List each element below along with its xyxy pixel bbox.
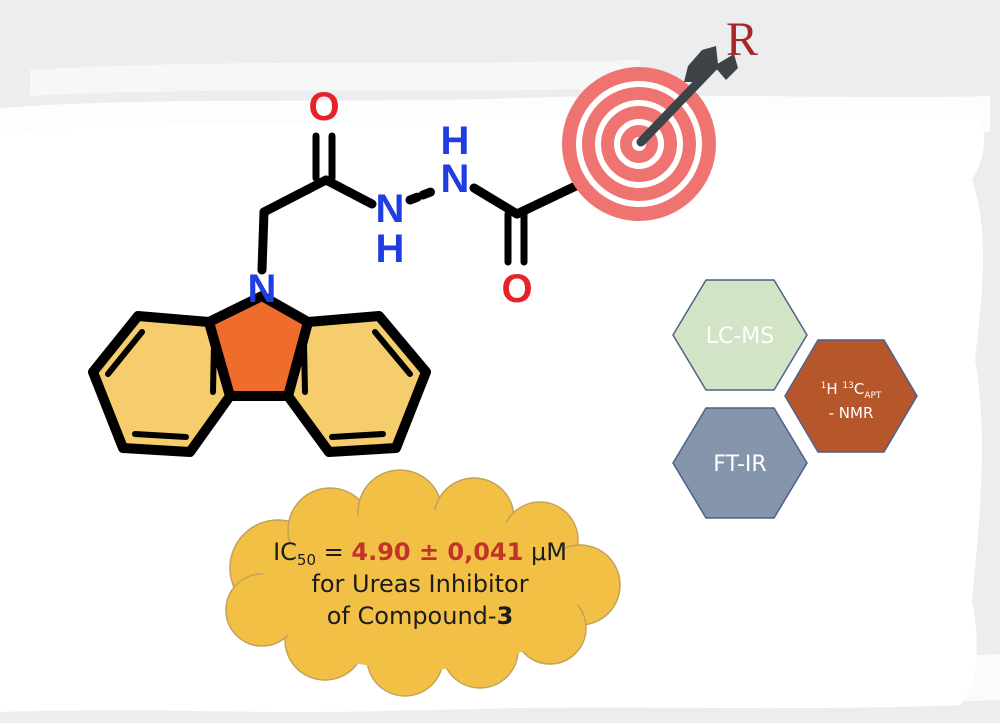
- atom-nitrogen-nh-right: N: [441, 157, 470, 201]
- substituent-label: R: [726, 13, 758, 66]
- carbazole-core: [88, 291, 431, 457]
- ftir-hexagon: FT-IR: [672, 407, 808, 519]
- technique-hexagons: LC-MS 1H 13CAPT - NMR FT-IR: [672, 279, 918, 519]
- arrow-icon: [636, 46, 738, 147]
- ftir-label: FT-IR: [713, 452, 766, 477]
- pyrrole-ring: [204, 291, 313, 401]
- nmr-hexagon: 1H 13CAPT - NMR: [784, 339, 918, 453]
- lcms-hexagon: LC-MS: [672, 279, 808, 391]
- ic50-line: IC50 = 4.90 ± 0,041 μM: [273, 538, 567, 569]
- result-cloud: IC50 = 4.90 ± 0,041 μM for Ureas Inhibit…: [225, 469, 621, 697]
- nmr-label-line2: - NMR: [829, 404, 874, 422]
- atom-oxygen-right: O: [501, 267, 532, 311]
- atom-nitrogen-carbazole: N: [248, 267, 277, 311]
- chain-bonds: [257, 132, 585, 275]
- nmr-label-line1: 1H 13CAPT: [821, 380, 882, 401]
- lcms-label: LC-MS: [706, 324, 775, 349]
- result-line2: for Ureas Inhibitor: [311, 570, 528, 598]
- result-line3: of Compound-3: [327, 602, 514, 630]
- atom-hydrogen-nh-left: H: [376, 227, 405, 271]
- atom-nitrogen-nh-left: N: [376, 187, 405, 231]
- atom-hydrogen-nh-right: H: [441, 119, 470, 163]
- atom-oxygen-left: O: [308, 85, 339, 129]
